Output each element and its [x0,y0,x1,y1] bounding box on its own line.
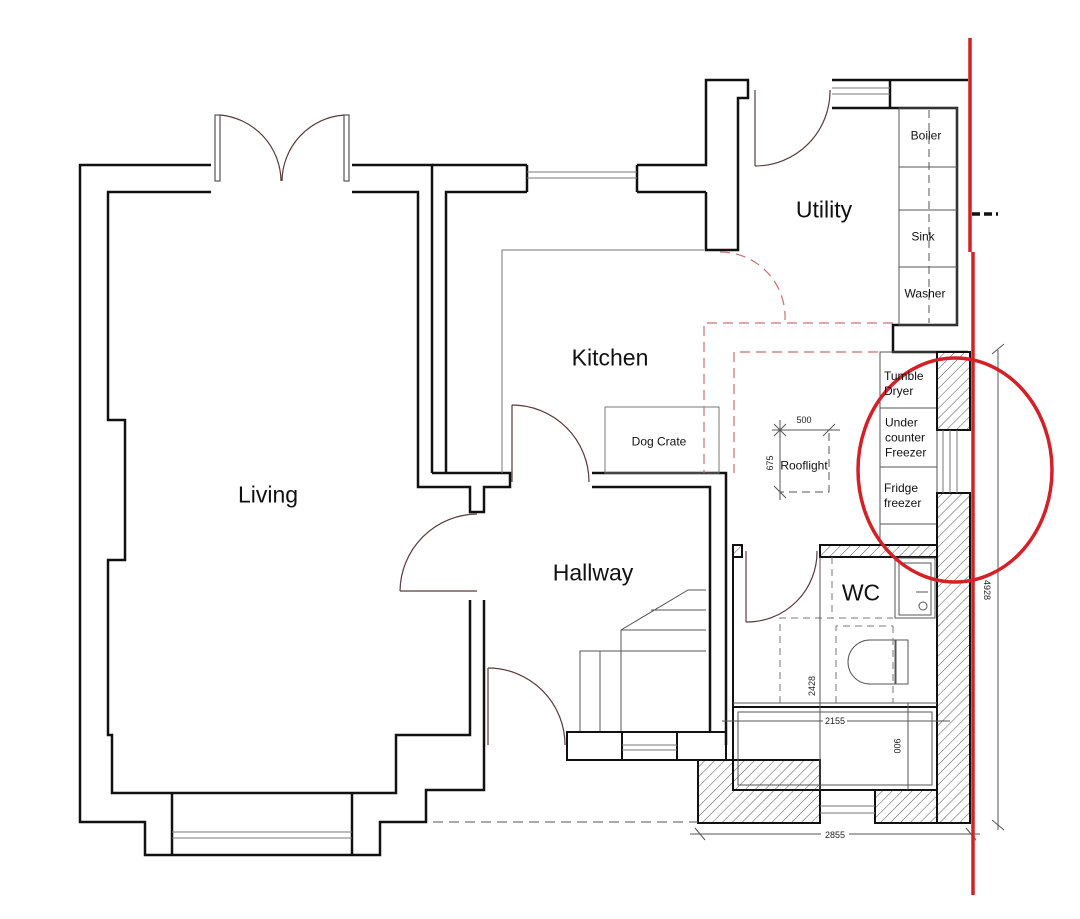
fixture-boiler: Boiler [910,128,942,143]
utility-door [754,89,831,167]
dim-extension-width: 2855 [820,830,850,840]
staircase [579,589,706,732]
kitchen-counter [501,249,704,473]
wc-fixtures [732,557,938,791]
front-door [566,731,727,761]
highlight-circle [856,356,1054,584]
living-door [399,513,478,592]
living-bay-window [172,831,352,839]
dim-bath-width: 900 [892,738,902,754]
utility-window [832,87,890,95]
rooflight [772,420,840,500]
dim-rooflight-width: 500 [796,415,812,425]
front-door-glass [622,744,677,751]
kitchen-hall-door [511,404,590,483]
dog-crate [604,406,720,474]
living-room-walls [78,163,512,857]
room-label-utility: Utility [795,196,853,223]
hall-door [487,667,566,746]
extension-outer-lines [698,545,734,761]
kitchen-walls [432,78,750,745]
fixture-washer: Washer [904,286,946,301]
fixture-dog-crate: Dog Crate [631,434,687,449]
room-label-wc: WC [841,579,881,606]
wc-clearance-dashes [779,557,894,703]
room-label-kitchen: Kitchen [571,344,649,371]
french-doors [214,114,350,182]
dim-bath-length: 2155 [822,716,848,726]
wc-door [745,550,818,623]
kitchen-window [527,171,637,179]
new-walls-hatched [697,351,971,824]
utility-units [898,107,958,326]
dim-extension-depth: 4928 [982,579,992,601]
fixture-fridge-freezer: Fridge freezer [884,481,922,510]
fixture-sink: Sink [911,229,935,244]
room-label-living: Living [237,481,299,508]
fixture-under-counter-freezer: Under counter Freezer [885,415,927,460]
utility-walls [832,78,968,354]
dim-rooflight-depth: 675 [765,455,775,471]
fixture-rooflight: Rooflight [780,458,828,473]
fixture-tumble-dryer: Tumble Dryer [884,369,924,398]
dim-wc-length: 2428 [807,675,817,697]
proposed-alterations [703,251,893,473]
extension-window [820,430,958,814]
room-label-hallway: Hallway [552,559,634,586]
